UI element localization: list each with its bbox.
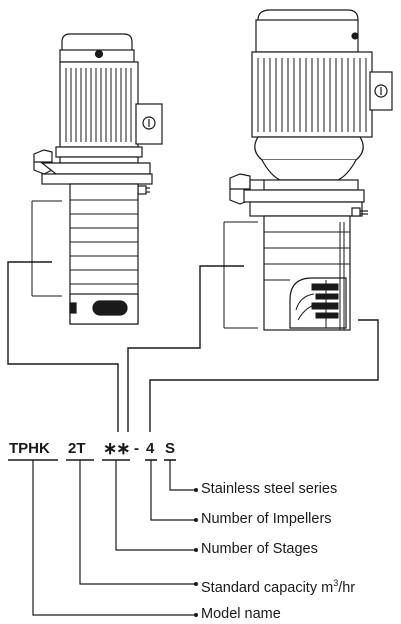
leader-lines: [32, 460, 196, 616]
left-pump: [31, 33, 163, 325]
connector-lines: [7, 261, 379, 432]
legend-model: Model name: [201, 606, 281, 622]
code-capacity: 2T: [68, 440, 86, 457]
code-series: S: [165, 440, 176, 457]
code-impellers: 4: [146, 440, 155, 457]
legend-stainless: Stainless steel series: [201, 481, 338, 497]
legend-capacity-text: Standard capacity m: [201, 579, 334, 596]
legend-capacity: Standard capacity m3/hr: [201, 575, 355, 597]
legend-impellers: Number of Impellers: [201, 511, 332, 527]
legend-stages: Number of Stages: [201, 541, 318, 557]
code-stages: ∗∗: [103, 439, 130, 458]
right-pump: [223, 9, 393, 331]
code-model-name: TPHK: [9, 440, 50, 457]
legend-capacity-unit: /hr: [338, 579, 356, 596]
code-separator: -: [134, 440, 139, 457]
legend-capacity-sup: 3: [333, 578, 339, 588]
